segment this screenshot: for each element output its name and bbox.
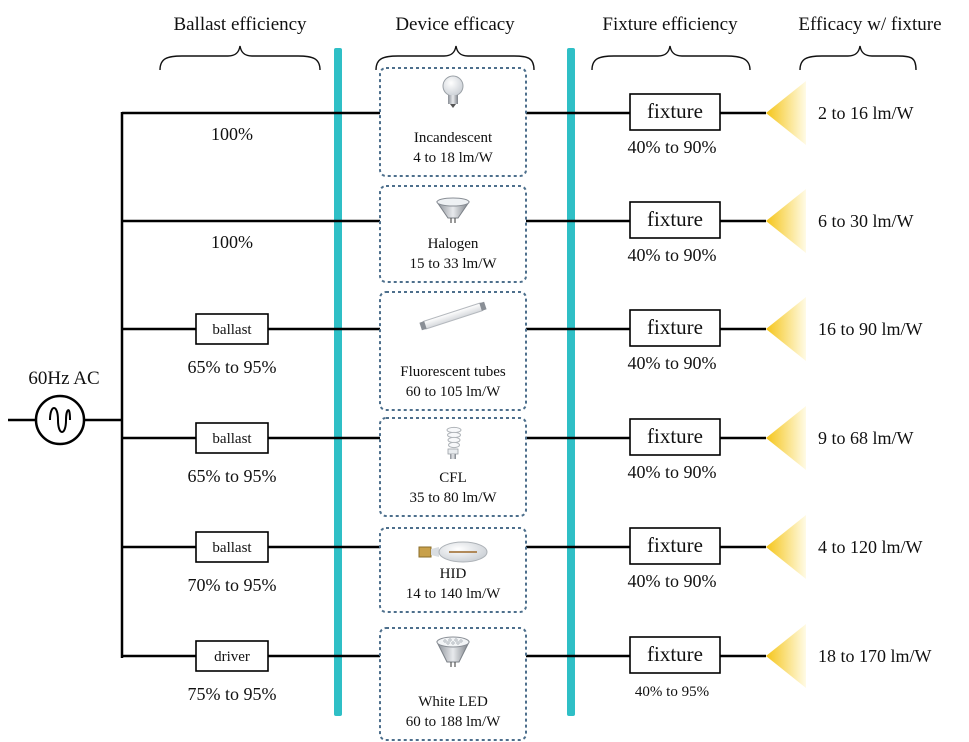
fixture-label: fixture <box>647 207 703 231</box>
light-output-icon <box>766 406 806 470</box>
device-card: White LED 60 to 188 lm/W <box>379 627 527 741</box>
header-efficacy-with-fixture: Efficacy w/ fixture <box>798 14 941 35</box>
fixture-efficiency-value: 40% to 95% <box>635 684 709 700</box>
fixture-efficiency-value: 40% to 90% <box>628 571 717 591</box>
fixture-box: fixture <box>629 309 721 347</box>
header-ballast-efficiency: Ballast efficiency <box>173 14 307 35</box>
device-card: Fluorescent tubes 60 to 105 lm/W <box>379 291 527 411</box>
ac-sine-source-icon <box>34 394 86 446</box>
fixture-efficiency-value: 40% to 90% <box>628 353 717 373</box>
device-efficacy-value: 35 to 80 lm/W <box>409 490 497 506</box>
ballast-efficiency-value: 70% to 95% <box>188 575 277 595</box>
fixture-label: fixture <box>647 533 703 557</box>
efficacy-with-fixture-value: 16 to 90 lm/W <box>818 319 923 339</box>
brace-ballast <box>159 45 321 71</box>
device-name: HID <box>440 566 467 582</box>
halogen-lamp-icon <box>436 197 470 223</box>
device-name: Incandescent <box>414 130 493 146</box>
fixture-box: fixture <box>629 636 721 674</box>
device-card: CFL 35 to 80 lm/W <box>379 417 527 517</box>
ballast-efficiency-value: 100% <box>211 124 253 144</box>
device-efficacy-value: 14 to 140 lm/W <box>406 586 501 602</box>
device-efficacy-value: 60 to 188 lm/W <box>406 714 501 730</box>
light-output-icon <box>766 297 806 361</box>
fluorescent-tube-icon <box>419 301 487 331</box>
bus-bar-right <box>567 48 575 716</box>
efficacy-with-fixture-value: 2 to 16 lm/W <box>818 103 914 123</box>
ballast-box: ballast <box>195 313 269 345</box>
fixture-label: fixture <box>647 315 703 339</box>
row-4: ballast 65% to 95% CFL 35 to 80 lm/W fixture… <box>122 406 914 517</box>
device-card: HID 14 to 140 lm/W <box>379 527 527 613</box>
ballast-box-label: ballast <box>212 431 252 447</box>
brace-output <box>799 45 917 71</box>
row-3: ballast 65% to 95% Fluorescent tubes 60 to … <box>122 291 923 411</box>
rows: 100% Incandescent 4 to 18 lm/W fixture 40% t… <box>122 67 932 741</box>
ballast-box-label: driver <box>214 649 250 665</box>
light-output-icon <box>766 624 806 688</box>
device-card: Incandescent 4 to 18 lm/W <box>379 67 527 177</box>
bus-bar-left <box>334 48 342 716</box>
fixture-efficiency-value: 40% to 90% <box>628 137 717 157</box>
fixture-box: fixture <box>629 527 721 565</box>
header-device-efficacy: Device efficacy <box>395 14 515 35</box>
ballast-box-label: ballast <box>212 322 252 338</box>
fixture-label: fixture <box>647 99 703 123</box>
fixture-box: fixture <box>629 418 721 456</box>
column-headers: Ballast efficiency Device efficacy Fixtu… <box>173 14 941 35</box>
fixture-label: fixture <box>647 642 703 666</box>
fixture-efficiency-value: 40% to 90% <box>628 245 717 265</box>
ballast-efficiency-value: 100% <box>211 232 253 252</box>
efficacy-with-fixture-value: 9 to 68 lm/W <box>818 428 914 448</box>
device-efficacy-value: 60 to 105 lm/W <box>406 384 501 400</box>
hid-lamp-icon <box>418 541 488 563</box>
efficacy-with-fixture-value: 6 to 30 lm/W <box>818 211 914 231</box>
fixture-box: fixture <box>629 201 721 239</box>
device-efficacy-value: 4 to 18 lm/W <box>413 150 493 166</box>
ballast-box-label: ballast <box>212 540 252 556</box>
ac-source: 60Hz AC <box>28 368 100 446</box>
row-5: ballast 70% to 95% HID 14 to 140 lm/W fixtur… <box>122 515 923 613</box>
ballast-efficiency-value: 65% to 95% <box>188 466 277 486</box>
device-card: Halogen 15 to 33 lm/W <box>379 185 527 283</box>
brace-device <box>375 45 535 71</box>
incandescent-bulb-icon <box>442 75 464 108</box>
fixture-box: fixture <box>629 93 721 131</box>
device-name: White LED <box>418 694 488 710</box>
fixture-label: fixture <box>647 424 703 448</box>
device-name: Halogen <box>428 236 479 252</box>
header-braces <box>159 45 917 71</box>
light-output-icon <box>766 189 806 253</box>
fixture-efficiency-value: 40% to 90% <box>628 462 717 482</box>
ballast-box: ballast <box>195 422 269 454</box>
row-6: driver 75% to 95% White LED 60 to 188 lm/W f… <box>122 624 932 741</box>
device-name: CFL <box>439 470 467 486</box>
ballast-efficiency-value: 65% to 95% <box>188 357 277 377</box>
led-lamp-icon <box>436 636 470 667</box>
source-trunk <box>8 112 124 658</box>
cfl-bulb-icon <box>446 426 462 459</box>
light-output-icon <box>766 81 806 145</box>
ballast-box: ballast <box>195 531 269 563</box>
header-fixture-efficiency: Fixture efficiency <box>602 14 738 35</box>
source-label: 60Hz AC <box>28 368 99 389</box>
efficacy-with-fixture-value: 4 to 120 lm/W <box>818 537 923 557</box>
device-efficacy-value: 15 to 33 lm/W <box>409 256 497 272</box>
brace-fixture <box>591 45 751 71</box>
row-1: 100% Incandescent 4 to 18 lm/W fixture 40% t… <box>122 67 914 177</box>
device-name: Fluorescent tubes <box>400 364 506 380</box>
row-2: 100% Halogen 15 to 33 lm/W fixture 40% to 90… <box>122 185 914 283</box>
ballast-efficiency-value: 75% to 95% <box>188 684 277 704</box>
efficacy-with-fixture-value: 18 to 170 lm/W <box>818 646 932 666</box>
light-output-icon <box>766 515 806 579</box>
driver-box: driver <box>195 640 269 672</box>
